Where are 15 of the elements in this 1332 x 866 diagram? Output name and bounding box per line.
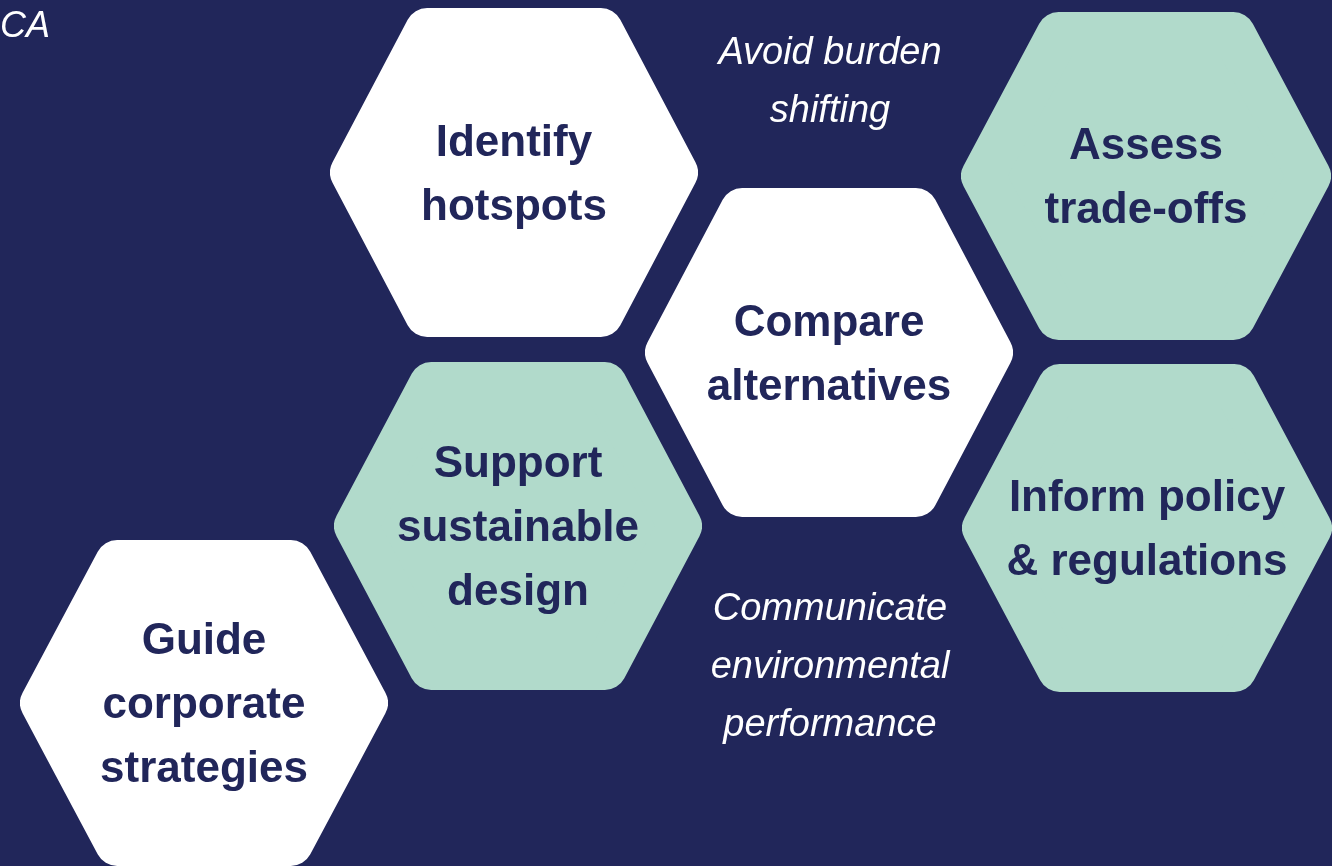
hexagon-label: Support sustainable design [395, 436, 641, 616]
hexagon-label: Guide corporate strategies [99, 613, 309, 793]
note-text: Avoid burden shifting [716, 29, 943, 132]
hexagon-label: Identify hotspots [420, 114, 608, 231]
hexagon [961, 12, 1331, 340]
hexagon-label: Inform policy & regulations [1006, 470, 1288, 586]
hexagon-label: Assess trade-offs [1043, 118, 1249, 234]
heading-text: CA [0, 3, 51, 47]
hexagon [334, 362, 702, 690]
hexagon [20, 540, 388, 866]
note-text: Communicate environmental performance [709, 585, 952, 746]
hexagon [645, 188, 1013, 517]
hexagon [962, 364, 1332, 692]
hexagon [330, 8, 698, 337]
hexagon-label: Compare alternatives [705, 294, 953, 411]
